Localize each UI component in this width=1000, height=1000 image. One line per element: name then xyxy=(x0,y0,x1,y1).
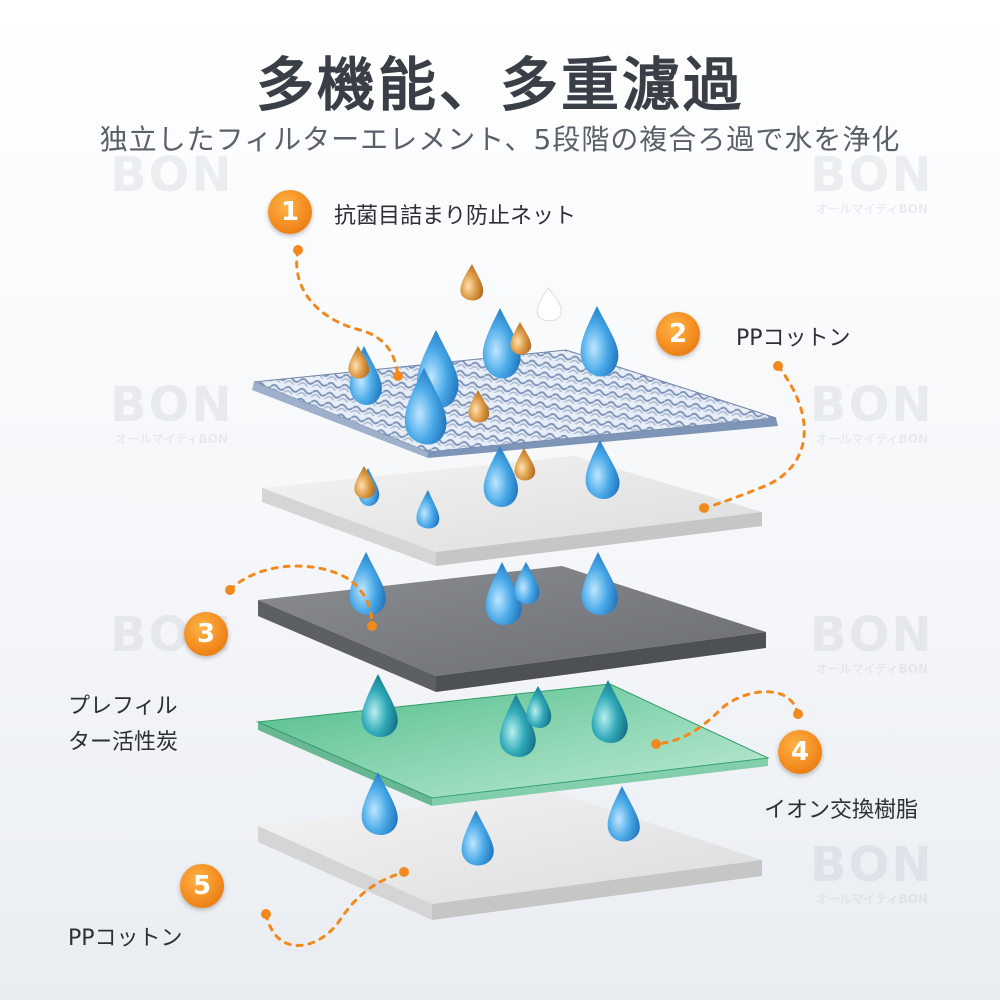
watermark-logo: BON xyxy=(110,147,234,203)
layer-1-badge: 1 xyxy=(268,190,312,234)
watermark-logo: BON xyxy=(810,377,934,433)
layer-5-pp-cotton xyxy=(258,792,762,920)
leader-line-4 xyxy=(654,690,800,746)
watermark: BON オールマイティBON xyxy=(810,840,934,907)
watermark-caption: オールマイティBON xyxy=(815,662,928,676)
page-title: 多機能、多重濾過 xyxy=(255,51,744,119)
watermark: BON オールマイティBON xyxy=(810,380,934,447)
layer-2-pp-cotton xyxy=(262,456,762,566)
leader-line-2 xyxy=(702,364,806,510)
page-subtitle: 独立したフィルターエレメント、5段階の複合ろ過で水を浄化 xyxy=(99,123,901,156)
layer-3-label-line2: ター活性炭 xyxy=(68,730,179,755)
leader-line-3 xyxy=(228,564,374,628)
layer-3-badge: 3 xyxy=(184,612,228,656)
watermark-caption: オールマイティBON xyxy=(815,432,928,446)
layer-5-label: PPコットン xyxy=(68,926,183,951)
leader-line-1 xyxy=(295,248,400,378)
layer-2-label: PPコットン xyxy=(736,326,851,351)
leader-line-5 xyxy=(264,870,406,947)
layer-3-label-line1: プレフィル xyxy=(68,694,178,719)
layer-5-badge: 5 xyxy=(180,864,224,908)
watermark: BON オールマイティBON xyxy=(810,610,934,677)
watermark-caption: オールマイティBON xyxy=(115,432,228,446)
layer-4-badge: 4 xyxy=(778,730,822,774)
layer-1-mesh xyxy=(252,349,778,458)
watermark-logo: BON xyxy=(810,147,934,203)
leader-lines xyxy=(228,248,806,947)
water-droplets xyxy=(349,287,640,866)
watermark: BON xyxy=(110,150,234,200)
layer-2-badge: 2 xyxy=(656,312,700,356)
watermark-logo: BON xyxy=(810,607,934,663)
watermark-logo: BON xyxy=(110,377,234,433)
watermark-caption: オールマイティBON xyxy=(815,202,928,216)
watermark-logo: BON xyxy=(810,837,934,893)
layer-1-label: 抗菌目詰まり防止ネット xyxy=(334,204,577,229)
watermark: BON オールマイティBON xyxy=(810,150,934,217)
layer-4-label: イオン交換樹脂 xyxy=(764,798,919,823)
watermark-caption: オールマイティBON xyxy=(815,892,928,906)
leader-dots xyxy=(225,245,803,919)
sediment-particles xyxy=(348,264,536,499)
watermark: BON オールマイティBON xyxy=(110,380,234,447)
